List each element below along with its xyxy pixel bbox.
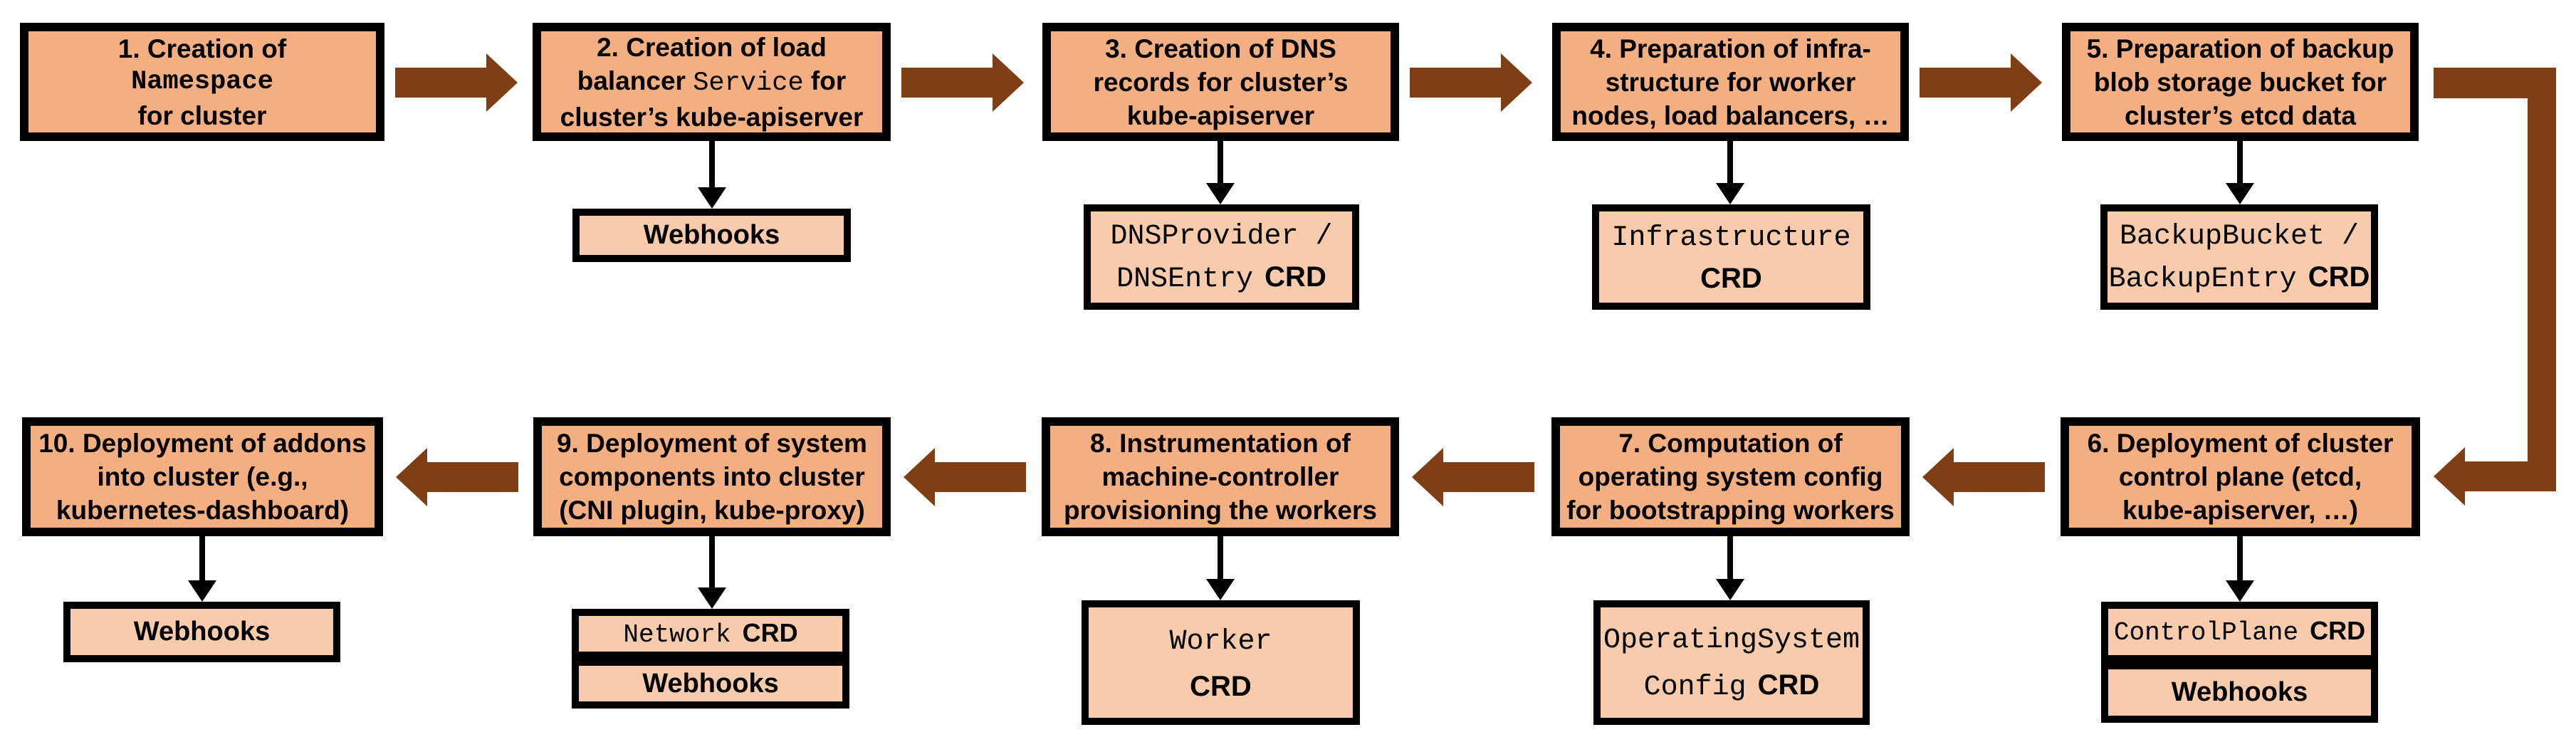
step-5-line-2: blob storage bucket for (2093, 67, 2387, 97)
step-9-line-1: 9. Deployment of system (557, 429, 867, 458)
step-9-line-2: components into cluster (559, 462, 865, 491)
arrow-right-icon (993, 53, 1024, 112)
arrow-left-icon (1922, 448, 1954, 506)
step-10-line-3: kubernetes-dashboard) (56, 496, 350, 525)
arrow-right-icon (1501, 53, 1532, 112)
step-4-line-3: nodes, load balancers, … (1571, 100, 1890, 130)
step-5-line-3: cluster’s etcd data (2125, 100, 2356, 130)
arrow-down-icon (2226, 183, 2254, 204)
arrow-down-icon (1206, 183, 1235, 204)
step-10-webhooks-box: Webhooks (63, 602, 340, 662)
crd-label: CRD (1190, 670, 1252, 702)
step-9-line-3: (CNI plugin, kube-proxy) (559, 496, 865, 525)
step-6-line-2: control plane (etcd, (2118, 462, 2362, 491)
step-2-line-3: cluster’s kube-apiserver (560, 102, 864, 132)
step-4-crd-box: Infrastructure CRD (1592, 204, 1870, 310)
step-1-line-1: 1. Creation of (117, 33, 287, 63)
crd-label: CRD (2310, 616, 2366, 645)
step-4-line-2: structure for worker (1605, 67, 1856, 97)
step-10-line-1: 10. Deployment of addons (38, 429, 367, 458)
step-3-line-2: records for cluster’s (1093, 67, 1349, 97)
arrow-right-icon (2011, 53, 2042, 112)
arrow-down-icon (1716, 579, 1744, 600)
arrow-left-icon (904, 448, 935, 506)
step-2-box: 2. Creation of load balancer Service for… (533, 23, 891, 141)
step-10-box: 10. Deployment of addons into cluster (e… (22, 417, 383, 536)
step-6-box: 6. Deployment of cluster control plane (… (2061, 417, 2420, 536)
arrow-down-icon (188, 580, 216, 602)
arrow-left-icon (396, 448, 427, 506)
step-7-line-2: operating system config (1578, 462, 1883, 491)
step-6-line-3: kube-apiserver, …) (2122, 496, 2359, 525)
step-1-line-2: Namespace (131, 66, 273, 97)
step-4-line-1: 4. Preparation of infra- (1590, 33, 1871, 63)
arrow-left-icon (2434, 447, 2465, 506)
step-3-box: 3. Creation of DNS records for cluster’s… (1042, 23, 1399, 141)
step-7-line-1: 7. Computation of (1618, 429, 1843, 458)
arrow-down-icon (2226, 580, 2254, 602)
step-7-line-3: for bootstrapping workers (1566, 496, 1895, 525)
step-10-line-2: into cluster (e.g., (97, 462, 308, 491)
step-3-line-1: 3. Creation of DNS (1105, 33, 1336, 63)
step-6-line-1: 6. Deployment of cluster (2087, 429, 2394, 458)
step-8-crd-box: Worker CRD (1082, 600, 1360, 725)
arrow-down-icon (1716, 183, 1744, 204)
step-7-box: 7. Computation of operating system confi… (1551, 417, 1910, 536)
step-5-box: 5. Preparation of backup blob storage bu… (2062, 23, 2419, 141)
step-8-line-2: machine-controller (1101, 462, 1339, 491)
step-2-line-2: balancer Service for (577, 66, 847, 98)
arrow-down-icon (698, 187, 726, 209)
crd-label: CRD (1700, 263, 1762, 294)
step-8-line-1: 8. Instrumentation of (1090, 429, 1351, 458)
step-4-box: 4. Preparation of infra- structure for w… (1552, 23, 1909, 141)
step-2-webhooks-box: Webhooks (572, 209, 851, 262)
arrow-left-icon (1412, 448, 1443, 506)
step-9-webhooks-box: Webhooks (572, 659, 849, 709)
arrow-down-icon (698, 587, 726, 609)
step-2-line-1: 2. Creation of load (597, 32, 827, 62)
step-3-line-3: kube-apiserver (1126, 100, 1315, 130)
crd-label: CRD (2308, 261, 2370, 293)
step-8-line-3: provisioning the workers (1064, 496, 1377, 525)
step-8-box: 8. Instrumentation of machine-controller… (1042, 417, 1399, 536)
crd-label: CRD (1757, 669, 1820, 701)
step-6-webhooks-box: Webhooks (2101, 662, 2378, 723)
step-1-line-3: for cluster (137, 100, 267, 130)
crd-label: CRD (1265, 261, 1326, 293)
arrow-right-icon (486, 53, 518, 112)
step-9-box: 9. Deployment of system components into … (533, 417, 891, 536)
crd-label: CRD (742, 617, 798, 647)
step-5-line-1: 5. Preparation of backup (2086, 33, 2394, 63)
step-1-box: 1. Creation of Namespace for cluster (20, 23, 384, 141)
arrow-down-icon (1206, 579, 1235, 600)
